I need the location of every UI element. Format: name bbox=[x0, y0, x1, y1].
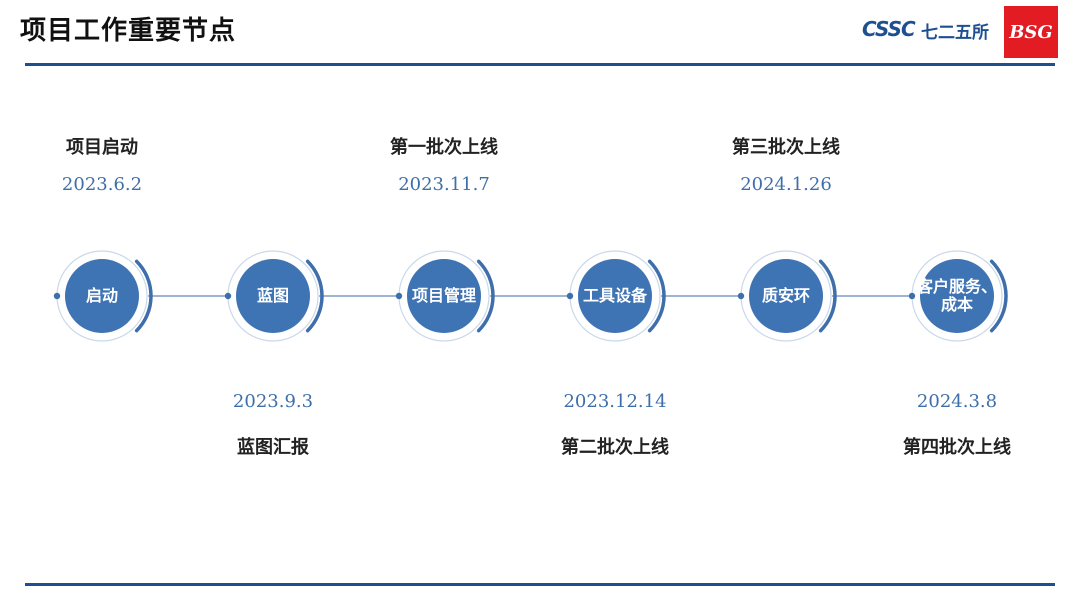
milestone-label: 蓝图汇报 bbox=[237, 437, 309, 458]
milestone-node bbox=[224, 250, 324, 342]
header-divider bbox=[25, 63, 1055, 66]
node-core bbox=[920, 259, 994, 333]
node-accent-arc bbox=[476, 259, 495, 333]
node-anchor-dot bbox=[395, 292, 403, 300]
node-accent-arc bbox=[134, 259, 153, 333]
milestone-date: 2024.1.26 bbox=[740, 174, 832, 195]
milestone-label: 第四批次上线 bbox=[903, 437, 1011, 458]
milestone-node bbox=[566, 250, 666, 342]
node-core bbox=[407, 259, 481, 333]
milestone-node bbox=[395, 250, 495, 342]
footer-divider bbox=[25, 583, 1055, 586]
page-title: 项目工作重要节点 bbox=[20, 16, 237, 46]
node-core bbox=[236, 259, 310, 333]
milestone-date: 2023.12.14 bbox=[563, 391, 667, 412]
milestone-node bbox=[53, 250, 153, 342]
milestone-date: 2023.9.3 bbox=[232, 391, 314, 412]
node-accent-arc bbox=[647, 259, 666, 333]
milestone-node bbox=[908, 250, 1008, 342]
milestone-label: 第三批次上线 bbox=[732, 137, 840, 158]
node-core bbox=[65, 259, 139, 333]
cssc-logo: CSSC bbox=[862, 17, 916, 41]
node-anchor-dot bbox=[566, 292, 574, 300]
node-anchor-dot bbox=[224, 292, 232, 300]
node-core bbox=[749, 259, 823, 333]
node-accent-arc bbox=[305, 259, 324, 333]
milestone-label: 项目启动 bbox=[66, 137, 138, 158]
node-core bbox=[578, 259, 652, 333]
milestone-node bbox=[737, 250, 837, 342]
node-anchor-dot bbox=[737, 292, 745, 300]
node-anchor-dot bbox=[908, 292, 916, 300]
node-accent-arc bbox=[989, 259, 1008, 333]
milestone-label: 第二批次上线 bbox=[561, 437, 669, 458]
node-anchor-dot bbox=[53, 292, 61, 300]
brand-name: 七二五所 bbox=[921, 23, 989, 43]
milestone-date: 2023.11.7 bbox=[398, 174, 490, 195]
node-accent-arc bbox=[818, 259, 837, 333]
bsg-logo: BSG bbox=[1004, 6, 1058, 58]
milestone-date: 2023.6.2 bbox=[61, 174, 143, 195]
milestone-label: 第一批次上线 bbox=[390, 137, 498, 158]
milestone-date: 2024.3.8 bbox=[916, 391, 998, 412]
